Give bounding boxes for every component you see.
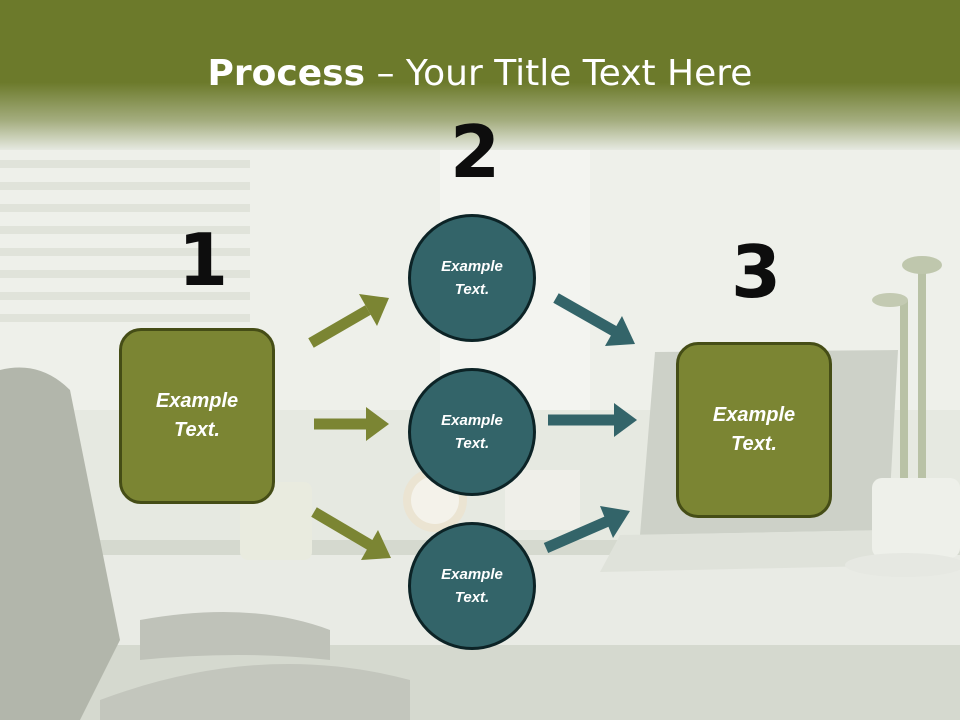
title-rest: – Your Title Text Here	[365, 53, 753, 94]
step-number-2: 2	[450, 110, 501, 194]
step-number-3: 3	[731, 230, 782, 314]
step-number-1: 1	[178, 218, 229, 302]
title-bold: Process	[207, 53, 366, 94]
title-bar	[0, 0, 960, 150]
slide-title: Process – Your Title Text Here	[0, 52, 960, 96]
